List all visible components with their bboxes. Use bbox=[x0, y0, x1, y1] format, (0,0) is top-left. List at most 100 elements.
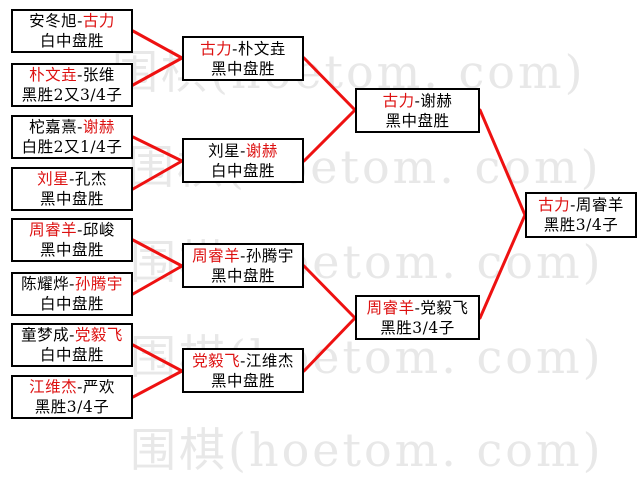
player-name-right: 孔杰 bbox=[74, 170, 107, 188]
pairing-separator: - bbox=[414, 91, 421, 110]
connector-line bbox=[131, 343, 184, 373]
connector-line bbox=[302, 108, 357, 163]
connector-line bbox=[478, 213, 527, 320]
match-pairing: 陈耀烨-孙腾宇 bbox=[21, 274, 123, 294]
match-result: 黑中盘胜 bbox=[210, 59, 275, 78]
match-box-r1-3: 柁嘉熹-谢赫白胜2又1/4子 bbox=[11, 115, 133, 159]
match-result: 黑中盘胜 bbox=[39, 241, 104, 259]
pairing-separator: - bbox=[69, 275, 75, 293]
match-pairing: 刘星-谢赫 bbox=[208, 141, 278, 161]
match-box-r2-4: 党毅飞-江维杰黑中盘胜 bbox=[182, 348, 304, 393]
player-name-left: 周睿羊 bbox=[29, 221, 78, 239]
match-result: 黑胜3/4子 bbox=[543, 216, 619, 234]
player-name-left: 朴文垚 bbox=[29, 66, 78, 84]
match-result: 白中盘胜 bbox=[39, 295, 104, 313]
player-name-right: 谢赫 bbox=[245, 141, 278, 160]
match-result: 黑中盘胜 bbox=[210, 371, 275, 390]
connector-line bbox=[302, 56, 357, 112]
match-result: 白中盘胜 bbox=[210, 161, 275, 180]
pairing-separator: - bbox=[77, 12, 83, 30]
player-name-left: 党毅飞 bbox=[192, 351, 241, 370]
match-pairing: 童梦成-党毅飞 bbox=[21, 325, 123, 345]
player-name-left: 古力 bbox=[538, 196, 571, 214]
match-result: 黑胜3/4子 bbox=[34, 398, 110, 416]
player-name-left: 周睿羊 bbox=[366, 298, 415, 317]
match-pairing: 党毅飞-江维杰 bbox=[192, 351, 294, 371]
pairing-separator: - bbox=[240, 141, 246, 160]
match-box-r1-8: 江维杰-严欢黑胜3/4子 bbox=[11, 375, 133, 419]
player-name-right: 邱峻 bbox=[82, 221, 115, 239]
match-box-r3-2: 周睿羊-党毅飞黑胜3/4子 bbox=[355, 295, 480, 340]
match-pairing: 安冬旭-古力 bbox=[29, 11, 115, 31]
match-result: 黑胜2又3/4子 bbox=[21, 86, 123, 104]
pairing-separator: - bbox=[77, 66, 83, 84]
match-pairing: 古力-朴文垚 bbox=[200, 39, 286, 59]
match-box-r2-3: 周睿羊-孙腾宇黑中盘胜 bbox=[182, 243, 304, 288]
match-result: 白中盘胜 bbox=[39, 32, 104, 50]
player-name-right: 党毅飞 bbox=[74, 326, 123, 344]
match-result: 黑中盘胜 bbox=[210, 266, 275, 285]
player-name-left: 古力 bbox=[200, 39, 233, 58]
match-box-r4-1: 古力-周睿羊黑胜3/4子 bbox=[525, 192, 637, 238]
player-name-left: 童梦成 bbox=[21, 326, 70, 344]
player-name-right: 周睿羊 bbox=[575, 196, 624, 214]
player-name-right: 张维 bbox=[82, 66, 115, 84]
connector-line bbox=[131, 369, 184, 399]
match-result: 黑胜3/4子 bbox=[380, 318, 455, 337]
player-name-right: 江维杰 bbox=[245, 351, 294, 370]
match-pairing: 柁嘉熹-谢赫 bbox=[29, 117, 115, 137]
match-box-layer: 安冬旭-古力白中盘胜朴文垚-张维黑胜2又3/4子柁嘉熹-谢赫白胜2又1/4子刘星… bbox=[11, 9, 637, 419]
match-box-r2-2: 刘星-谢赫白中盘胜 bbox=[182, 138, 304, 183]
player-name-left: 江维杰 bbox=[29, 378, 78, 396]
pairing-separator: - bbox=[69, 170, 75, 188]
player-name-left: 陈耀烨 bbox=[21, 275, 70, 293]
player-name-right: 孙腾宇 bbox=[74, 275, 123, 293]
match-box-r1-5: 周睿羊-邱峻黑中盘胜 bbox=[11, 218, 133, 262]
pairing-separator: - bbox=[77, 118, 83, 136]
match-box-r2-1: 古力-朴文垚黑中盘胜 bbox=[182, 36, 304, 81]
player-name-right: 孙腾宇 bbox=[245, 246, 294, 265]
match-pairing: 周睿羊-党毅飞 bbox=[367, 298, 469, 318]
match-pairing: 周睿羊-孙腾宇 bbox=[192, 246, 294, 266]
match-pairing: 刘星-孔杰 bbox=[37, 169, 107, 189]
connector-line bbox=[131, 159, 184, 191]
player-name-right: 严欢 bbox=[82, 378, 115, 396]
match-pairing: 古力-谢赫 bbox=[383, 91, 453, 111]
connector-line bbox=[131, 264, 184, 296]
match-box-r1-4: 刘星-孔杰黑中盘胜 bbox=[11, 167, 133, 211]
player-name-right: 谢赫 bbox=[82, 118, 115, 136]
player-name-left: 柁嘉熹 bbox=[29, 118, 78, 136]
player-name-right: 党毅飞 bbox=[420, 298, 469, 317]
connector-line bbox=[131, 238, 184, 268]
match-result: 黑中盘胜 bbox=[39, 190, 104, 208]
match-box-r1-7: 童梦成-党毅飞白中盘胜 bbox=[11, 323, 133, 367]
match-box-r1-2: 朴文垚-张维黑胜2又3/4子 bbox=[11, 63, 133, 107]
match-pairing: 朴文垚-张维 bbox=[29, 65, 115, 85]
player-name-left: 周睿羊 bbox=[192, 246, 241, 265]
pairing-separator: - bbox=[414, 298, 421, 317]
tournament-bracket: 围棋(hoetom. com)围棋(hoetom. com)围棋(hoetom.… bbox=[11, 9, 637, 477]
pairing-separator: - bbox=[240, 246, 246, 265]
match-box-r1-1: 安冬旭-古力白中盘胜 bbox=[11, 9, 133, 53]
match-pairing: 江维杰-严欢 bbox=[29, 377, 115, 397]
match-result: 白胜2又1/4子 bbox=[21, 138, 123, 156]
match-pairing: 周睿羊-邱峻 bbox=[29, 220, 115, 240]
connector-line bbox=[302, 264, 357, 320]
player-name-left: 刘星 bbox=[37, 170, 70, 188]
match-box-r1-6: 陈耀烨-孙腾宇白中盘胜 bbox=[11, 272, 133, 316]
player-name-left: 安冬旭 bbox=[29, 12, 78, 30]
pairing-separator: - bbox=[77, 378, 83, 396]
match-result: 白中盘胜 bbox=[39, 346, 104, 364]
player-name-right: 谢赫 bbox=[420, 91, 453, 110]
pairing-separator: - bbox=[240, 351, 246, 370]
pairing-separator: - bbox=[232, 39, 238, 58]
player-name-right: 朴文垚 bbox=[237, 39, 286, 58]
match-pairing: 古力-周睿羊 bbox=[538, 195, 624, 215]
pairing-separator: - bbox=[77, 221, 83, 239]
connector-line bbox=[131, 56, 184, 87]
connector-line bbox=[302, 316, 357, 373]
match-box-r3-1: 古力-谢赫黑中盘胜 bbox=[355, 88, 480, 133]
bracket-connectors bbox=[131, 29, 527, 399]
connector-line bbox=[131, 135, 184, 163]
player-name-left: 古力 bbox=[382, 91, 415, 110]
